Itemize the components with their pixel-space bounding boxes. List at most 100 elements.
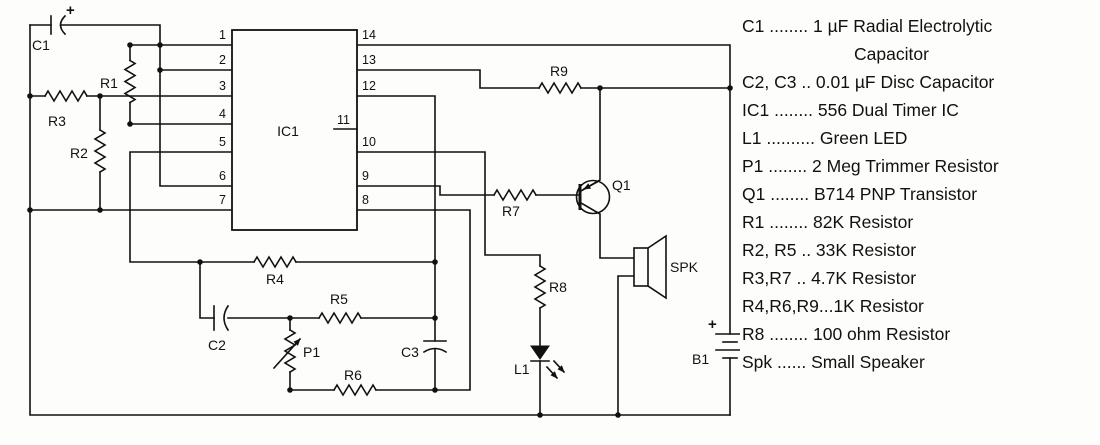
resistor-r8-symbol	[534, 265, 546, 309]
resistor-r7-symbol	[493, 189, 537, 201]
pin-label-6: 6	[219, 169, 226, 183]
capacitor-c1-symbol	[50, 14, 67, 36]
part-desc: 33K Resistor	[815, 240, 917, 260]
ic1-label: IC1	[277, 123, 299, 139]
label-l1: L1	[514, 361, 530, 377]
pin-label-3: 3	[219, 79, 226, 93]
label-c2: C2	[208, 337, 226, 353]
part-dots: ........	[764, 324, 813, 344]
resistor-r5-symbol	[318, 312, 362, 324]
pin-label-1: 1	[219, 28, 226, 42]
resistor-r3-symbol	[44, 90, 88, 102]
part-desc: 556 Dual Timer IC	[817, 100, 959, 120]
part-ref: P1	[742, 156, 764, 176]
schematic-drawing: IC1 1 2 3 4 5 6 7 14 13 12 11 10 9 8 + C…	[27, 2, 740, 418]
part-desc: 1 µF Radial Electrolytic	[813, 16, 993, 36]
part-ref: R8	[742, 324, 765, 344]
part-desc: 82K Resistor	[813, 212, 914, 232]
parts-list-item: R3,R7 .. 4.7K Resistor	[742, 264, 1094, 292]
pin-label-14: 14	[362, 28, 376, 42]
parts-list: C1 ........ 1 µF Radial Electrolytic Cap…	[742, 12, 1094, 376]
part-dots: ..	[796, 240, 816, 260]
label-c1: C1	[32, 37, 50, 53]
part-ref: R1	[742, 212, 765, 232]
ic1-body	[231, 29, 358, 231]
part-desc: 4.7K Resistor	[811, 268, 917, 288]
parts-list-item: R1 ........ 82K Resistor	[742, 208, 1094, 236]
part-desc: Capacitor	[854, 44, 929, 64]
label-r1: R1	[100, 75, 118, 91]
part-desc: Small Speaker	[811, 352, 925, 372]
pin-label-7: 7	[219, 193, 226, 207]
pin-label-11: 11	[337, 113, 350, 127]
resistor-r4-symbol	[253, 256, 297, 268]
part-desc: B714 PNP Transistor	[813, 184, 978, 204]
parts-list-item: IC1 ........ 556 Dual Timer IC	[742, 96, 1094, 124]
part-dots: ...	[818, 296, 834, 316]
junction-dots	[27, 42, 733, 418]
label-r5: R5	[330, 291, 348, 307]
label-r3: R3	[48, 113, 66, 129]
part-dots: ..	[791, 268, 812, 288]
label-spk: SPK	[670, 259, 699, 275]
label-r2: R2	[70, 145, 88, 161]
part-dots: ........	[763, 156, 813, 176]
parts-list-item-continuation: Capacitor	[854, 40, 1094, 68]
part-dots: ..........	[761, 128, 820, 148]
part-ref: Q1	[742, 184, 766, 204]
part-ref: R3,R7	[742, 268, 792, 288]
parts-list-item: L1 .......... Green LED	[742, 124, 1094, 152]
parts-list-item: R8 ........ 100 ohm Resistor	[742, 320, 1094, 348]
part-desc: Green LED	[819, 128, 908, 148]
parts-list-item: R4,R6,R9...1K Resistor	[742, 292, 1094, 320]
pin-label-13: 13	[362, 53, 376, 67]
part-ref: Spk	[742, 352, 773, 372]
part-dots: ........	[769, 100, 818, 120]
parts-list-item: C2, C3 .. 0.01 µF Disc Capacitor	[742, 68, 1094, 96]
pin-label-8: 8	[362, 193, 369, 207]
resistor-r9-symbol	[538, 82, 582, 94]
parts-list-item: P1 ........ 2 Meg Trimmer Resistor	[742, 152, 1094, 180]
pin-label-5: 5	[219, 135, 226, 149]
capacitor-c3-symbol	[422, 340, 448, 354]
part-dots: ........	[764, 16, 813, 36]
part-ref: L1	[742, 128, 762, 148]
b1-plus-sign: +	[708, 316, 717, 333]
c1-plus-sign: +	[66, 2, 75, 19]
label-r7: R7	[502, 203, 520, 219]
trimmer-p1-symbol	[272, 329, 302, 373]
ic1-pin-numbers: 1 2 3 4 5 6 7 14 13 12 11 10 9 8	[219, 28, 376, 207]
speaker-spk-symbol	[633, 234, 667, 300]
part-desc: 1K Resistor	[833, 296, 924, 316]
pin-label-12: 12	[362, 79, 376, 93]
capacitor-c2-symbol	[213, 304, 230, 332]
parts-list-item: R2, R5 .. 33K Resistor	[742, 236, 1094, 264]
resistor-r2-symbol	[94, 129, 106, 173]
part-ref: R4,R6,R9	[742, 296, 819, 316]
pin-label-10: 10	[362, 135, 376, 149]
label-r4: R4	[266, 271, 284, 287]
label-r8: R8	[549, 279, 567, 295]
parts-list-item: Q1 ........ B714 PNP Transistor	[742, 180, 1094, 208]
battery-b1-symbol	[715, 333, 740, 359]
part-dots: ......	[772, 352, 812, 372]
part-ref: R2, R5	[742, 240, 797, 260]
label-q1: Q1	[612, 177, 631, 193]
pin-label-9: 9	[362, 169, 369, 183]
part-dots: ..	[796, 72, 816, 92]
part-ref: C1	[742, 16, 765, 36]
part-dots: ........	[765, 184, 814, 204]
part-desc: 0.01 µF Disc Capacitor	[815, 72, 995, 92]
parts-list-item: Spk ...... Small Speaker	[742, 348, 1094, 376]
label-p1: P1	[303, 344, 320, 360]
wires	[29, 24, 731, 416]
part-dots: ........	[764, 212, 813, 232]
part-ref: IC1	[742, 100, 770, 120]
resistor-r6-symbol	[333, 384, 377, 396]
pin-label-4: 4	[219, 107, 226, 121]
label-b1: B1	[692, 351, 709, 367]
label-r9: R9	[550, 63, 568, 79]
led-l1-symbol	[530, 345, 566, 380]
part-desc: 2 Meg Trimmer Resistor	[812, 156, 999, 176]
